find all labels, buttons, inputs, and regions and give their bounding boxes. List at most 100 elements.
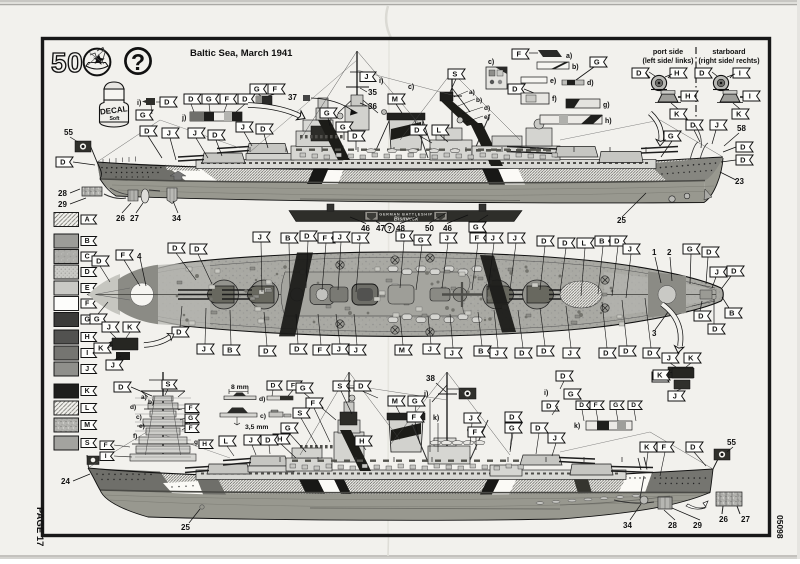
svg-text:I: I: [86, 350, 88, 357]
svg-text:S: S: [166, 379, 171, 388]
svg-text:G: G: [340, 122, 346, 131]
svg-text:?: ?: [131, 49, 145, 75]
svg-text:c): c): [260, 413, 266, 420]
svg-text:Baltic Sea, March 1941: Baltic Sea, March 1941: [190, 48, 293, 59]
svg-text:D: D: [164, 97, 170, 106]
svg-text:J: J: [715, 267, 719, 276]
svg-text:starboard: starboard: [712, 47, 745, 56]
svg-text:f): f): [552, 96, 557, 103]
svg-text:G: G: [94, 314, 100, 323]
svg-text:?: ?: [387, 226, 391, 233]
svg-text:D: D: [400, 231, 406, 240]
svg-text:F: F: [323, 233, 328, 242]
svg-text:27: 27: [130, 214, 139, 223]
svg-text:K: K: [127, 322, 133, 331]
svg-text:F: F: [225, 94, 230, 103]
svg-text:GERMAN BATTLESHIP: GERMAN BATTLESHIP: [379, 213, 432, 217]
svg-text:b): b): [148, 399, 154, 406]
svg-text:(left side/ links): (left side/ links): [643, 58, 694, 65]
svg-text:F: F: [517, 49, 522, 58]
svg-text:D: D: [263, 346, 269, 355]
svg-text:50: 50: [425, 224, 434, 233]
svg-text:G: G: [300, 383, 306, 392]
svg-text:D: D: [541, 346, 547, 355]
svg-text:D: D: [706, 247, 712, 256]
svg-text:G: G: [324, 108, 330, 117]
svg-text:4: 4: [137, 252, 142, 261]
svg-text:D: D: [636, 68, 642, 77]
svg-text:H: H: [202, 441, 207, 448]
svg-text:G: G: [418, 235, 424, 244]
svg-text:a): a): [141, 394, 147, 401]
svg-text:D: D: [603, 348, 609, 357]
svg-text:26: 26: [719, 515, 728, 524]
svg-text:34: 34: [623, 521, 632, 530]
svg-text:F: F: [85, 300, 90, 307]
svg-text:1: 1: [652, 248, 657, 257]
svg-text:J: J: [241, 122, 245, 131]
svg-text:F: F: [121, 250, 126, 259]
svg-text:PAGE 17: PAGE 17: [34, 507, 45, 546]
svg-text:G: G: [473, 222, 479, 231]
svg-text:F: F: [104, 442, 108, 449]
svg-text:F: F: [594, 402, 598, 409]
svg-text:k): k): [433, 415, 439, 422]
svg-text:D: D: [731, 266, 737, 275]
svg-text:D: D: [712, 324, 718, 333]
svg-text:29: 29: [58, 200, 67, 209]
svg-text:58: 58: [737, 124, 746, 133]
svg-text:F: F: [189, 405, 193, 412]
svg-text:B: B: [729, 308, 734, 317]
svg-text:port side: port side: [653, 47, 683, 56]
svg-text:L: L: [582, 238, 587, 247]
svg-text:H: H: [359, 436, 364, 445]
svg-text:D: D: [647, 348, 653, 357]
svg-text:3,5 mm: 3,5 mm: [245, 424, 268, 431]
svg-text:B: B: [227, 345, 232, 354]
svg-text:a): a): [566, 53, 572, 60]
svg-text:B: B: [285, 233, 290, 242]
svg-text:d): d): [587, 80, 594, 87]
svg-text:J: J: [258, 232, 262, 241]
svg-text:J: J: [445, 233, 449, 242]
svg-text:L: L: [437, 125, 442, 134]
svg-text:K: K: [736, 109, 742, 118]
svg-text:M: M: [84, 422, 90, 429]
svg-text:H: H: [685, 91, 690, 100]
svg-text:J: J: [111, 360, 115, 369]
svg-text:J: J: [364, 72, 368, 81]
svg-text:J: J: [667, 353, 671, 362]
svg-text:25: 25: [181, 523, 190, 532]
svg-text:34: 34: [172, 214, 181, 223]
svg-text:D: D: [260, 124, 266, 133]
svg-text:G: G: [594, 57, 600, 66]
svg-text:H: H: [674, 68, 679, 77]
svg-text:D: D: [519, 348, 525, 357]
svg-text:D: D: [194, 244, 200, 253]
svg-text:H: H: [277, 434, 282, 443]
svg-text:50: 50: [51, 47, 83, 78]
svg-text:37: 37: [288, 93, 297, 102]
svg-text:05098: 05098: [775, 515, 785, 539]
svg-text:F: F: [318, 345, 323, 354]
svg-text:D: D: [699, 68, 705, 77]
svg-text:A: A: [85, 216, 90, 223]
svg-text:J: J: [495, 348, 499, 357]
svg-text:J: J: [491, 233, 495, 242]
svg-text:J: J: [673, 391, 677, 400]
svg-text:i): i): [544, 390, 548, 397]
svg-text:D: D: [96, 256, 102, 265]
svg-text:D: D: [562, 238, 568, 247]
svg-text:K: K: [85, 388, 90, 395]
svg-text:47: 47: [376, 224, 385, 233]
svg-text:D: D: [188, 94, 194, 103]
svg-text:J: J: [513, 233, 517, 242]
svg-text:35: 35: [368, 88, 377, 97]
svg-text:J: J: [107, 322, 111, 331]
svg-text:Soft: Soft: [109, 116, 119, 122]
svg-text:D: D: [271, 382, 276, 389]
svg-text:G: G: [188, 415, 193, 422]
svg-text:D: D: [690, 442, 696, 451]
svg-text:i): i): [424, 391, 428, 398]
svg-text:G: G: [254, 84, 260, 93]
